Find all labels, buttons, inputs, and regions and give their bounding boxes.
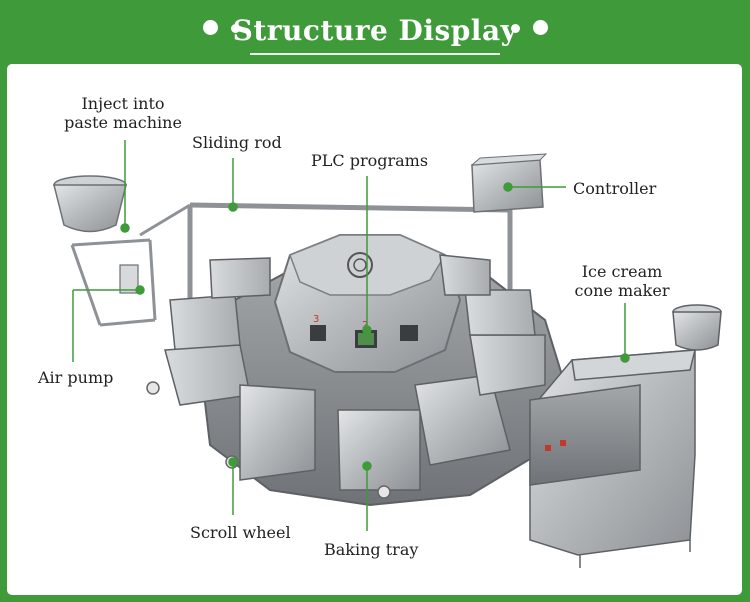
header-dot-right [533, 20, 548, 35]
air-pump-body [119, 264, 139, 294]
label-scroll-wheel: Scroll wheel [190, 523, 291, 542]
top-vent-inner [353, 258, 367, 272]
paste-machine [53, 175, 191, 327]
label-inject-line1: Inject into [81, 94, 165, 113]
plc-screen-left [310, 325, 326, 341]
top-vent [347, 252, 373, 278]
baking-tray-knob [377, 485, 391, 499]
label-baking-tray: Baking tray [324, 540, 419, 559]
header-dot-left-small [231, 24, 240, 33]
left-knob [146, 381, 160, 395]
header-dot-right-small [511, 24, 520, 33]
label-inject-paste: Inject into paste machine [58, 94, 188, 132]
baking-trays [164, 254, 546, 491]
label-sliding-rod: Sliding rod [192, 133, 282, 152]
label-ice-cream-line1: Ice cream [581, 262, 663, 281]
cone-maker [529, 304, 722, 568]
label-plc-programs: PLC programs [311, 151, 429, 170]
page-title: Structure Display [232, 14, 518, 47]
label-inject-line2: paste machine [64, 113, 182, 132]
body-number-3: 3 [313, 314, 319, 325]
title-underline [250, 53, 500, 55]
header: Structure Display [0, 0, 750, 64]
label-controller: Controller [573, 179, 657, 198]
label-air-pump: Air pump [38, 368, 114, 387]
pointers [72, 140, 630, 531]
header-dot-left [203, 20, 218, 35]
body-number-2: 2 [362, 320, 368, 331]
plc-display [358, 333, 374, 345]
plc-screen-right [400, 325, 418, 341]
label-ice-cream-line2: cone maker [574, 281, 670, 300]
label-ice-cream-cone-maker: Ice cream cone maker [567, 262, 677, 300]
